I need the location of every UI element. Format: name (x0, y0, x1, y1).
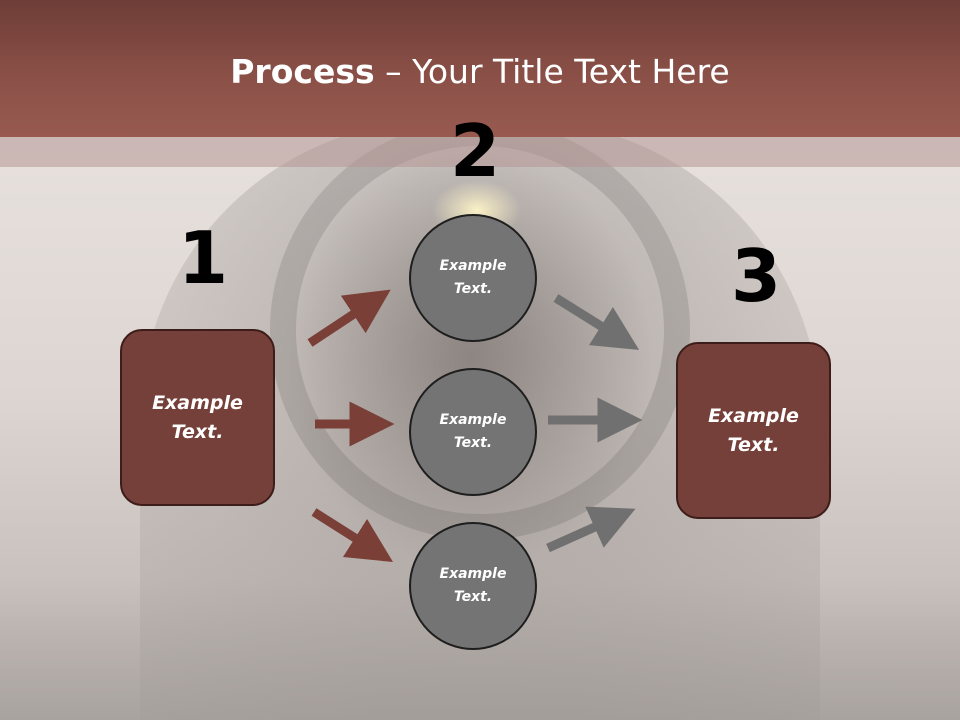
end-box[interactable]: Example Text. (676, 342, 831, 519)
circle-bottom[interactable]: Example Text. (409, 522, 537, 650)
step-number-2[interactable]: 2 (450, 109, 501, 193)
start-box-label: Example Text. (152, 391, 243, 443)
title-band (0, 137, 960, 167)
start-box[interactable]: Example Text. (120, 329, 275, 506)
end-box-label: Example Text. (708, 404, 799, 456)
circle-top-label: Example Text. (439, 258, 507, 297)
step-number-1[interactable]: 1 (178, 216, 229, 300)
title-bold: Process (230, 52, 375, 91)
arrow-right-up (553, 294, 640, 350)
arrow-right-down (546, 506, 636, 553)
circle-middle-label: Example Text. (439, 412, 507, 451)
circle-bottom-label: Example Text. (439, 566, 507, 605)
arrow-left-down (311, 508, 394, 563)
step-number-3[interactable]: 3 (731, 234, 782, 318)
circle-middle[interactable]: Example Text. (409, 368, 537, 496)
circle-top[interactable]: Example Text. (409, 214, 537, 342)
slide-title[interactable]: Process – Your Title Text Here (0, 52, 960, 91)
title-bar (0, 0, 960, 137)
title-rest: – Your Title Text Here (374, 52, 730, 91)
arrow-left-up (307, 289, 391, 347)
